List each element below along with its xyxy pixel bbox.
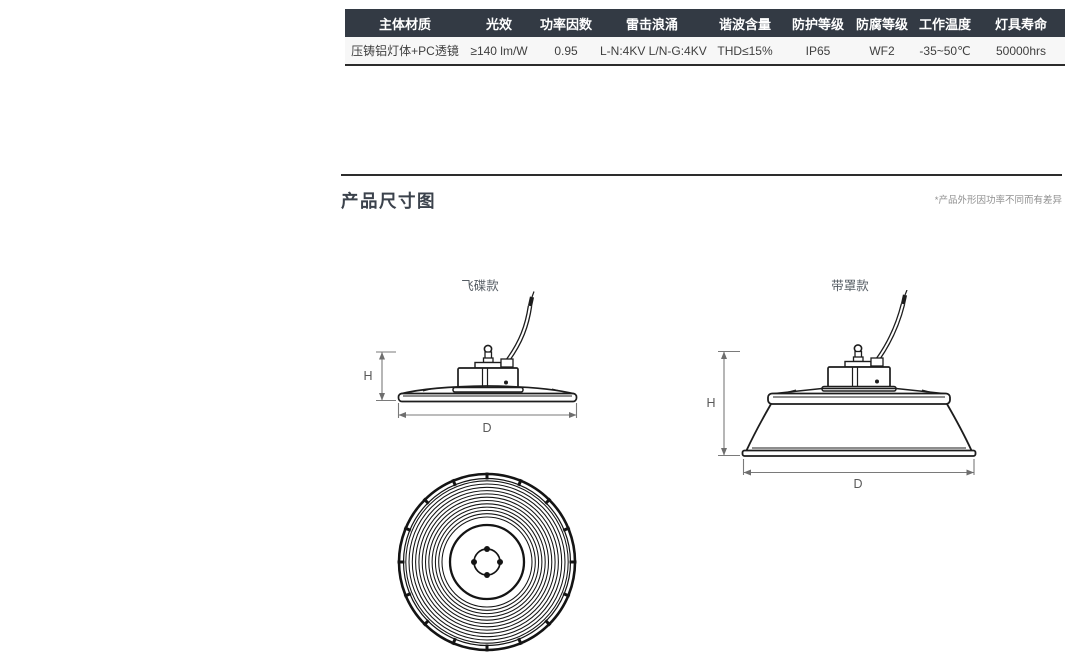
eye-bolt [844,344,872,368]
spec-header-row: 主体材质 光效 功率因数 雷击浪涌 谐波含量 防护等级 防腐等级 工作温度 灯具… [345,9,1065,37]
spec-header-lifespan: 灯具寿命 [977,9,1065,37]
spec-header-material: 主体材质 [345,9,465,37]
ufo-side-view-diagram: H D [363,291,578,435]
spec-table: 主体材质 光效 功率因数 雷击浪涌 谐波含量 防护等级 防腐等级 工作温度 灯具… [345,9,1065,66]
diagram-label-ufo: 飞碟款 [461,279,499,293]
spec-value-power-factor: 0.95 [533,37,599,66]
spec-value-efficacy: ≥140 lm/W [465,37,533,66]
diagram-label-shaded: 带罩款 [831,279,869,293]
spec-header-power-factor: 功率因数 [533,9,599,37]
spec-value-row: 压铸铝灯体+PC透镜 ≥140 lm/W 0.95 L-N:4KV L/N-G:… [345,37,1065,66]
section-title: 产品尺寸图 [341,191,436,211]
spec-value-material: 压铸铝灯体+PC透镜 [345,37,465,66]
diameter-dimension-label: D [482,421,491,435]
spec-value-surge: L-N:4KV L/N-G:4KV [599,37,707,66]
cable [506,291,535,362]
spec-header-corrosion: 防腐等级 [851,9,913,37]
rim-ticks [397,472,577,652]
eye-bolt [474,344,502,369]
diameter-dimension-label: D [853,477,862,490]
spec-header-efficacy: 光效 [465,9,533,37]
d-dimension [397,403,578,418]
lamp-disc [397,385,578,403]
spec-value-temperature: -35~50℃ [913,37,977,66]
height-dimension-label: H [363,369,372,383]
heatsink-fins [405,480,569,644]
d-dimension [742,459,975,476]
section-note: *产品外形因功率不同而有差异 [934,195,1062,206]
spec-header-thd: 谐波含量 [705,9,785,37]
driver-box [452,358,524,393]
bottom-view-diagram [397,472,577,652]
h-dimension [718,350,740,457]
spec-header-surge: 雷击浪涌 [599,9,705,37]
spec-value-corrosion: WF2 [851,37,913,66]
spec-header-ip-rating: 防护等级 [785,9,851,37]
h-dimension [376,351,396,402]
spec-value-thd: THD≤15% [705,37,785,66]
shaded-side-view-diagram: H D [706,290,977,490]
lamp-shade [741,387,977,457]
spec-value-ip-rating: IP65 [785,37,851,66]
spec-header-temperature: 工作温度 [913,9,977,37]
height-dimension-label: H [706,396,715,410]
center-hub [448,523,526,601]
section-divider [341,174,1062,176]
cable [876,290,908,361]
spec-value-lifespan: 50000hrs [977,37,1065,66]
